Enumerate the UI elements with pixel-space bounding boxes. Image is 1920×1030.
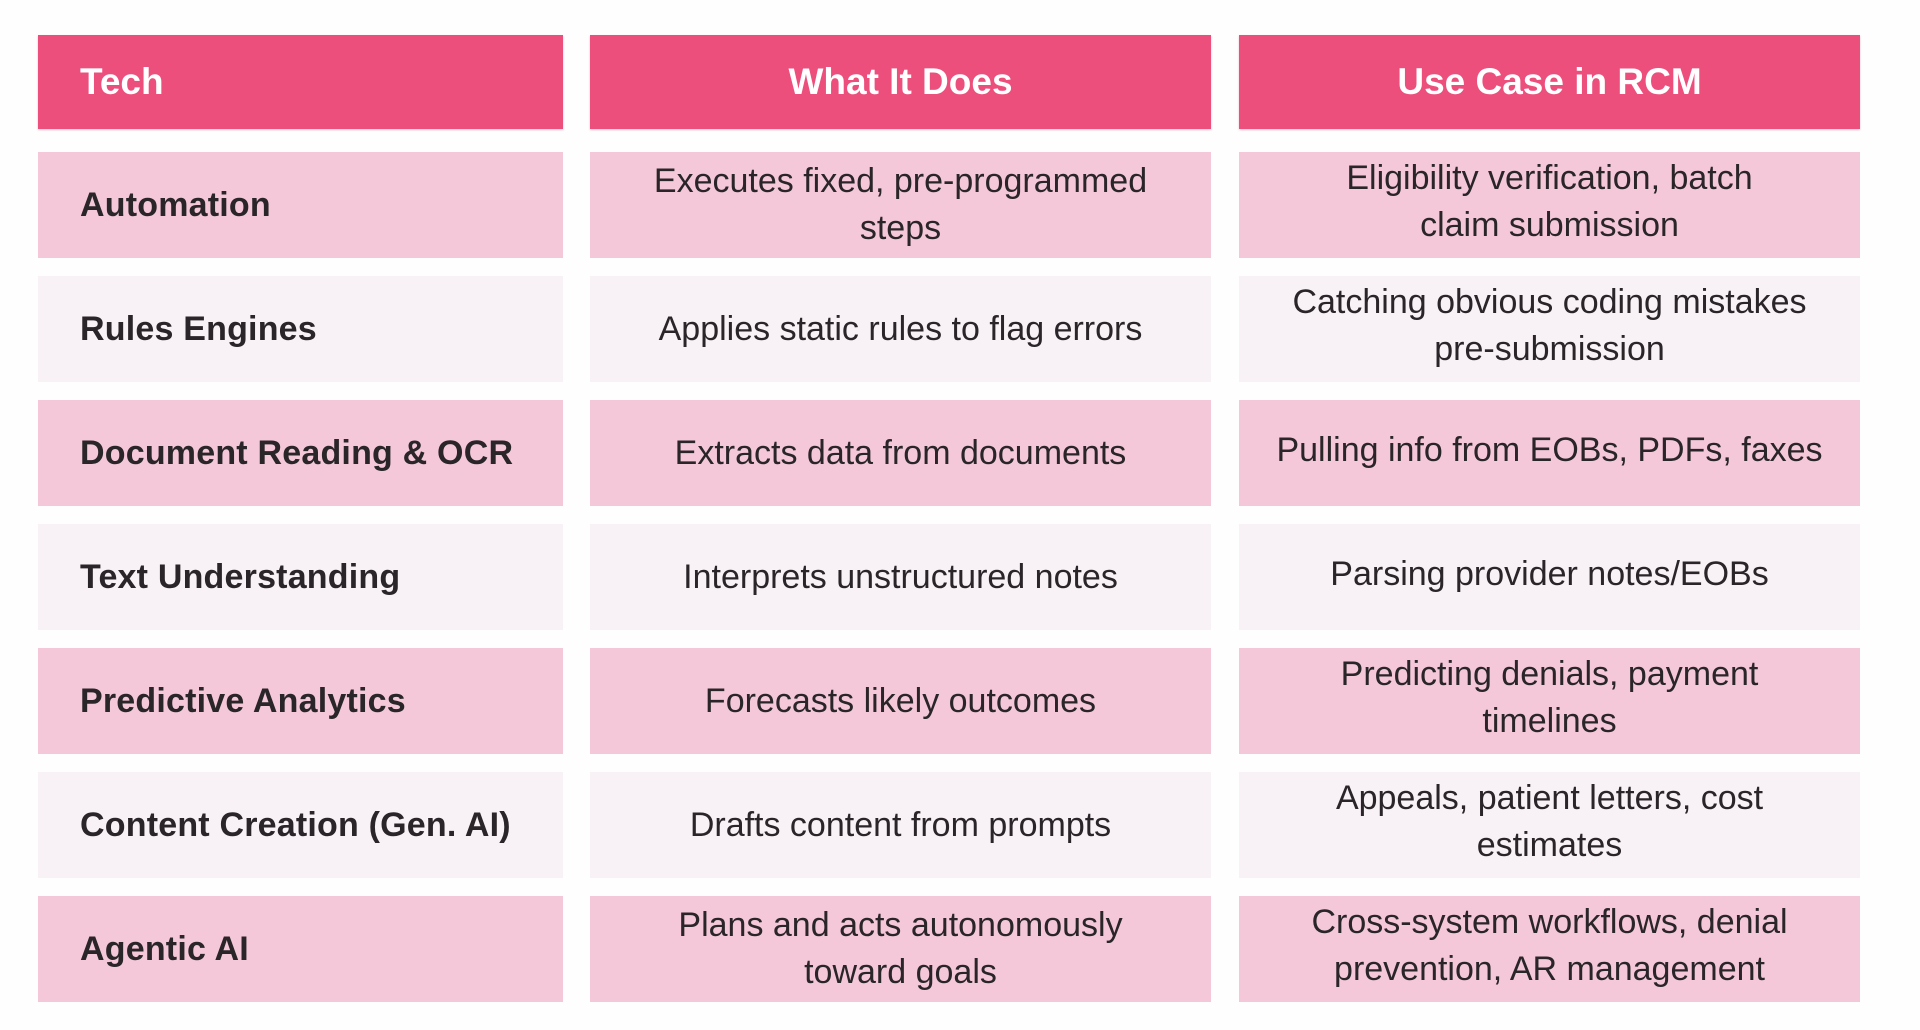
row-5-tech: Predictive Analytics — [38, 648, 563, 754]
use-line: Cross-system workflows, denial — [1311, 903, 1788, 941]
header-use-case: Use Case in RCM — [1239, 35, 1860, 129]
row-6-tech: Content Creation (Gen. AI) — [38, 772, 563, 878]
tech-name: Content Creation (Gen. AI) — [80, 805, 511, 844]
what-line: Interprets unstructured notes — [683, 557, 1118, 596]
row-6-what: Drafts content from prompts — [590, 772, 1211, 878]
tech-name: Document Reading & OCR — [80, 433, 514, 472]
row-5-what: Forecasts likely outcomes — [590, 648, 1211, 754]
use-line: Parsing provider notes/EOBs — [1330, 554, 1769, 593]
what-line: Plans and acts autonomously — [678, 906, 1123, 944]
row-4-use: Parsing provider notes/EOBs — [1239, 524, 1860, 630]
what-line: Drafts content from prompts — [689, 805, 1112, 844]
what-line: Applies static rules to flag errors — [658, 309, 1143, 348]
row-2-what: Applies static rules to flag errors — [590, 276, 1211, 382]
what-line: steps — [859, 209, 942, 247]
use-line: Catching obvious coding mistakes — [1292, 283, 1807, 321]
use-line: Predicting denials, payment — [1340, 655, 1759, 693]
what-line: Executes fixed, pre-programmed — [653, 162, 1148, 200]
row-4-what: Interprets unstructured notes — [590, 524, 1211, 630]
row-1-what: Executes fixed, pre-programmed steps — [590, 152, 1211, 258]
row-6-use: Appeals, patient letters, cost estimates — [1239, 772, 1860, 878]
header-use-case-label: Use Case in RCM — [1397, 61, 1702, 102]
row-7-tech: Agentic AI — [38, 896, 563, 1002]
use-line: Eligibility verification, batch — [1346, 159, 1753, 197]
use-line: estimates — [1476, 826, 1623, 864]
use-line: timelines — [1482, 702, 1617, 740]
use-line: prevention, AR management — [1334, 950, 1765, 988]
row-3-tech: Document Reading & OCR — [38, 400, 563, 506]
what-line: toward goals — [804, 953, 997, 991]
row-3-what: Extracts data from documents — [590, 400, 1211, 506]
what-line: Extracts data from documents — [674, 433, 1127, 472]
header-what-it-does: What It Does — [590, 35, 1211, 129]
use-line: Pulling info from EOBs, PDFs, faxes — [1276, 430, 1823, 469]
row-3-use: Pulling info from EOBs, PDFs, faxes — [1239, 400, 1860, 506]
header-tech-label: Tech — [80, 61, 164, 102]
tech-name: Predictive Analytics — [80, 681, 406, 720]
row-5-use: Predicting denials, payment timelines — [1239, 648, 1860, 754]
use-line: Appeals, patient letters, cost — [1335, 779, 1764, 817]
row-1-use: Eligibility verification, batch claim su… — [1239, 152, 1860, 258]
row-7-what: Plans and acts autonomously toward goals — [590, 896, 1211, 1002]
use-line: claim submission — [1420, 206, 1679, 244]
row-4-tech: Text Understanding — [38, 524, 563, 630]
row-2-use: Catching obvious coding mistakes pre-sub… — [1239, 276, 1860, 382]
row-2-tech: Rules Engines — [38, 276, 563, 382]
tech-name: Automation — [80, 185, 271, 224]
row-1-tech: Automation — [38, 152, 563, 258]
tech-name: Text Understanding — [80, 557, 401, 596]
header-tech: Tech — [38, 35, 563, 129]
use-line: pre-submission — [1434, 330, 1665, 368]
header-what-it-does-label: What It Does — [788, 61, 1013, 102]
tech-name: Agentic AI — [80, 929, 249, 968]
what-line: Forecasts likely outcomes — [704, 681, 1097, 720]
row-7-use: Cross-system workflows, denial preventio… — [1239, 896, 1860, 1002]
tech-name: Rules Engines — [80, 309, 317, 348]
